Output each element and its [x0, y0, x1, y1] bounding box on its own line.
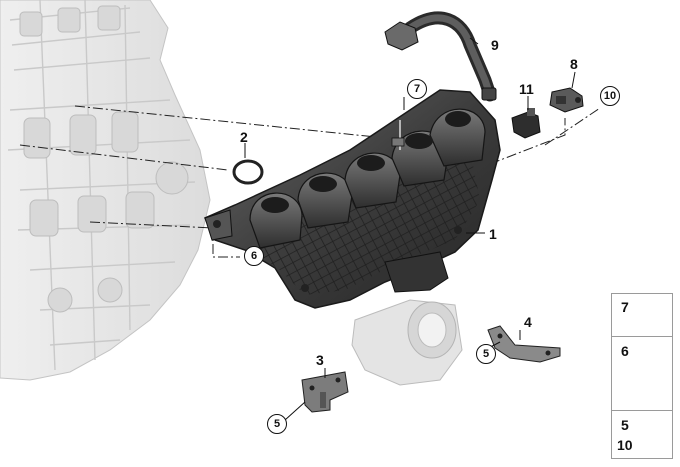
- intake-manifold: [204, 89, 501, 309]
- fastener-legend: 7 6 5 10: [611, 293, 673, 459]
- legend-nut-label: 7: [621, 299, 629, 315]
- leader-lines: [19, 105, 601, 258]
- callout-10: 10: [600, 86, 620, 106]
- legend-screw-label-a: 5: [621, 417, 629, 433]
- throttle-body-ghost: [351, 299, 463, 386]
- callout-8: 8: [570, 56, 578, 72]
- callout-5-bracket3: 5: [267, 414, 287, 434]
- sensor-8: [549, 87, 584, 113]
- gasket-ring: [232, 159, 264, 185]
- engine-block-ghost: [0, 0, 211, 381]
- callout-6: 6: [244, 246, 264, 266]
- legend-bolt-label: 6: [621, 343, 629, 359]
- callout-11: 11: [519, 81, 534, 97]
- bracket-4: [487, 325, 561, 363]
- hose-9: [384, 11, 497, 102]
- connector-11: [511, 108, 541, 139]
- bracket-3: [301, 371, 349, 413]
- callout-7: 7: [407, 79, 427, 99]
- callout-2: 2: [240, 129, 248, 145]
- legend-screw-label-b: 10: [617, 437, 633, 453]
- callout-3: 3: [316, 352, 324, 368]
- callout-5-bracket4: 5: [476, 344, 496, 364]
- callout-1: 1: [489, 226, 497, 242]
- legend-cell-nut: 7: [612, 294, 672, 336]
- legend-cell-screw: 5 10: [612, 410, 672, 458]
- legend-cell-bolt: 6: [612, 336, 672, 410]
- callout-4: 4: [524, 314, 532, 330]
- callout-9: 9: [491, 37, 499, 53]
